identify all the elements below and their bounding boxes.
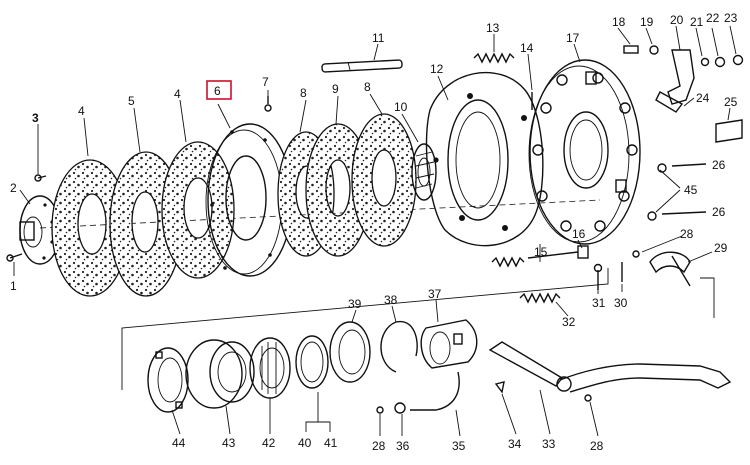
callout-39: 39 — [348, 297, 362, 311]
callout-12: 12 — [430, 62, 444, 76]
part-28-grease-nipple-upper — [632, 250, 640, 258]
callout-16: 16 — [572, 227, 586, 241]
callout-8-right: 8 — [364, 80, 371, 94]
callout-38: 38 — [384, 293, 398, 307]
callout-30: 30 — [614, 296, 628, 310]
part-33-release-lever — [488, 341, 732, 393]
part-21-washer — [700, 57, 710, 67]
part-3-screw — [34, 174, 47, 182]
callout-43: 43 — [222, 436, 236, 450]
callout-37: 37 — [428, 287, 442, 301]
callout-15: 15 — [534, 245, 548, 259]
part-15-spring — [491, 256, 525, 268]
callout-labels: 1 2 3 4 5 4 6 7 8 9 8 10 11 12 13 14 15 … — [10, 11, 738, 453]
part-39-ring — [329, 321, 371, 383]
callout-42: 42 — [262, 436, 276, 450]
callout-45: 45 — [684, 183, 698, 197]
part-22-nut — [714, 56, 726, 68]
callout-44: 44 — [172, 436, 186, 450]
part-13-spring — [473, 52, 515, 64]
callout-4-right: 4 — [174, 87, 181, 101]
part-34-pin — [494, 381, 505, 394]
part-7-bolt — [264, 96, 272, 112]
part-18-bolt — [623, 45, 639, 54]
callout-29: 29 — [714, 241, 728, 255]
callout-23: 23 — [724, 11, 738, 25]
part-29-shift-fork — [649, 251, 691, 287]
callout-35: 35 — [452, 439, 466, 453]
leader-lines — [13, 25, 737, 437]
callout-9: 9 — [332, 82, 339, 96]
part-43-bearing-housing — [185, 339, 255, 409]
callout-17: 17 — [566, 31, 580, 45]
callout-8-left: 8 — [300, 86, 307, 100]
callout-5: 5 — [128, 94, 135, 108]
callout-6: 6 — [214, 84, 221, 98]
part-42-bearing — [249, 337, 291, 399]
callout-19: 19 — [640, 15, 654, 29]
callout-2: 2 — [10, 181, 17, 195]
part-40-41-rings — [295, 335, 329, 389]
callout-41: 41 — [324, 436, 338, 450]
callout-34: 34 — [508, 437, 522, 451]
part-26-bolt-upper — [657, 163, 707, 173]
part-31-bolt — [593, 263, 603, 290]
part-17-backing-plate — [528, 59, 641, 245]
part-32-return-spring — [519, 292, 561, 304]
part-24-link — [655, 91, 684, 113]
part-20-lever — [667, 49, 695, 105]
part-12-clutch-housing — [425, 71, 544, 247]
callout-10: 10 — [394, 100, 408, 114]
callout-1: 1 — [10, 279, 17, 293]
callout-40: 40 — [298, 436, 312, 450]
part-19-nut — [649, 45, 659, 55]
callout-7: 7 — [262, 75, 269, 89]
part-36-fitting — [394, 402, 406, 414]
part-1-screw — [6, 253, 23, 262]
part-38-snap-ring — [380, 320, 418, 373]
callout-14: 14 — [520, 41, 534, 55]
callout-26-lower: 26 — [712, 205, 726, 219]
part-28-grease-nipple-left — [376, 406, 384, 414]
callout-21: 21 — [690, 15, 704, 29]
callout-26-upper: 26 — [712, 158, 726, 172]
callout-28-upper: 28 — [680, 227, 694, 241]
callout-13: 13 — [486, 21, 500, 35]
part-44-retainer — [147, 347, 189, 413]
callout-32: 32 — [562, 315, 576, 329]
lower-group-frame — [121, 268, 715, 390]
callout-25: 25 — [724, 95, 738, 109]
callout-3: 3 — [32, 111, 39, 125]
part-11-shaft — [321, 59, 403, 73]
callout-36: 36 — [396, 439, 410, 453]
callout-22: 22 — [706, 11, 720, 25]
callout-18: 18 — [612, 15, 626, 29]
callout-33: 33 — [542, 437, 556, 451]
callout-6-highlight-box — [206, 80, 232, 100]
part-8-friction-disc-right — [351, 113, 417, 247]
part-25-bracket — [715, 119, 743, 143]
callout-4-left: 4 — [78, 104, 85, 118]
part-35-lubrication-line — [410, 371, 460, 411]
callout-28-lower-left: 28 — [372, 439, 386, 453]
callout-20: 20 — [670, 13, 684, 27]
part-10-splined-sleeve — [411, 143, 437, 201]
part-37-release-bearing — [420, 319, 478, 369]
callout-31: 31 — [592, 296, 606, 310]
part-28-grease-nipple-right — [584, 394, 592, 402]
callout-28-lower-right: 28 — [590, 439, 604, 453]
part-26-bolt-lower — [647, 211, 707, 221]
callout-11: 11 — [372, 31, 385, 45]
callout-24: 24 — [696, 91, 710, 105]
part-23-cap-nut — [732, 54, 744, 66]
part-16-bolt — [527, 245, 589, 259]
